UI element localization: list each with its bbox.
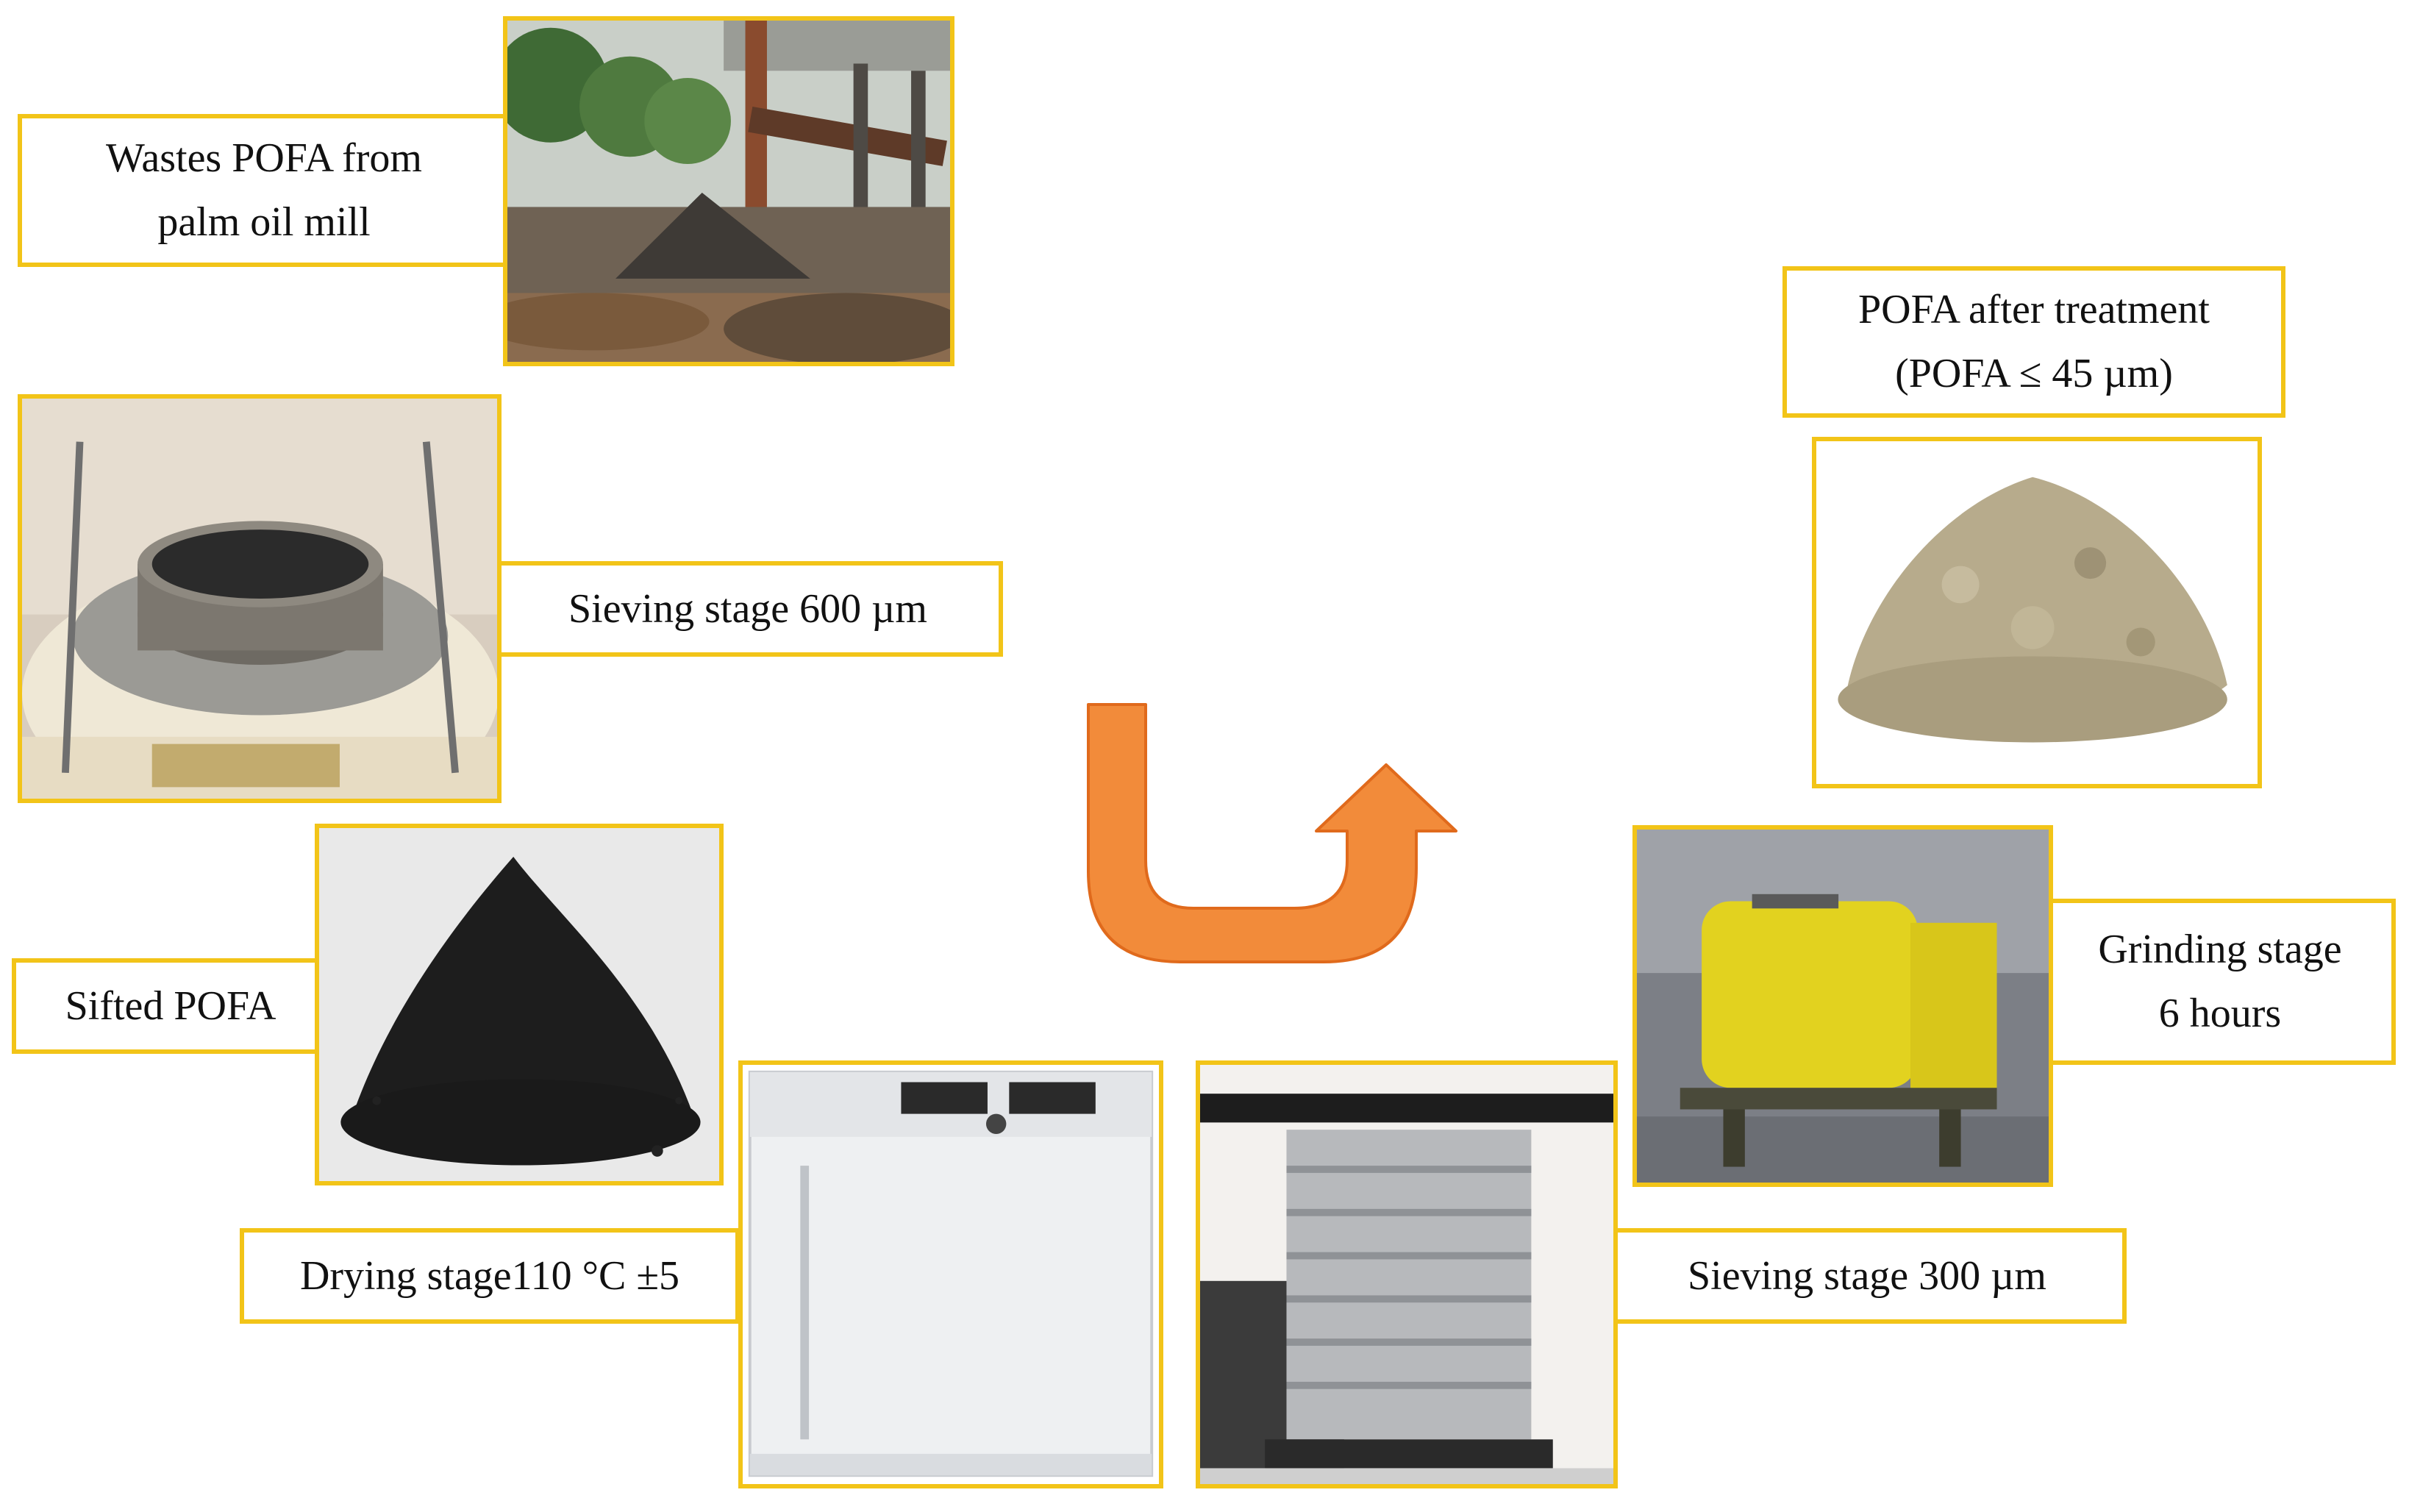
- label-wastes-line-1: Wastes POFA from: [105, 135, 422, 182]
- photo-sieve-600: [18, 394, 502, 803]
- label-after-line-1: POFA after treatment: [1858, 287, 2210, 333]
- curved-arrow-icon: [1087, 703, 1457, 963]
- label-grinding-line-1: Grinding stage: [2098, 927, 2342, 973]
- label-after-treatment: POFA after treatment (POFA ≤ 45 µm): [1782, 266, 2285, 418]
- label-grinding-line-2: 6 hours: [2158, 991, 2282, 1036]
- label-sieving-300: Sieving stage 300 µm: [1607, 1228, 2127, 1324]
- photo-pofa-after-treatment: [1812, 437, 2262, 788]
- label-drying-stage: Drying stage110 °C ±5: [240, 1228, 740, 1324]
- photo-wastes-pofa-mill: [503, 16, 954, 366]
- photo-sieve-300: [1196, 1060, 1618, 1488]
- label-wastes-pofa: Wastes POFA from palm oil mill: [18, 114, 510, 267]
- label-grinding-stage: Grinding stage 6 hours: [2044, 899, 2396, 1065]
- label-wastes-line-2: palm oil mill: [157, 199, 371, 245]
- photo-sifted-pofa: [315, 824, 724, 1185]
- label-sieving-600: Sieving stage 600 µm: [493, 561, 1003, 657]
- label-after-line-2: (POFA ≤ 45 µm): [1895, 351, 2173, 396]
- label-sifted-pofa: Sifted POFA: [12, 958, 329, 1054]
- photo-drying-oven: [738, 1060, 1163, 1488]
- photo-grinding-machine: [1632, 825, 2053, 1187]
- arrow-shape: [1087, 703, 1457, 963]
